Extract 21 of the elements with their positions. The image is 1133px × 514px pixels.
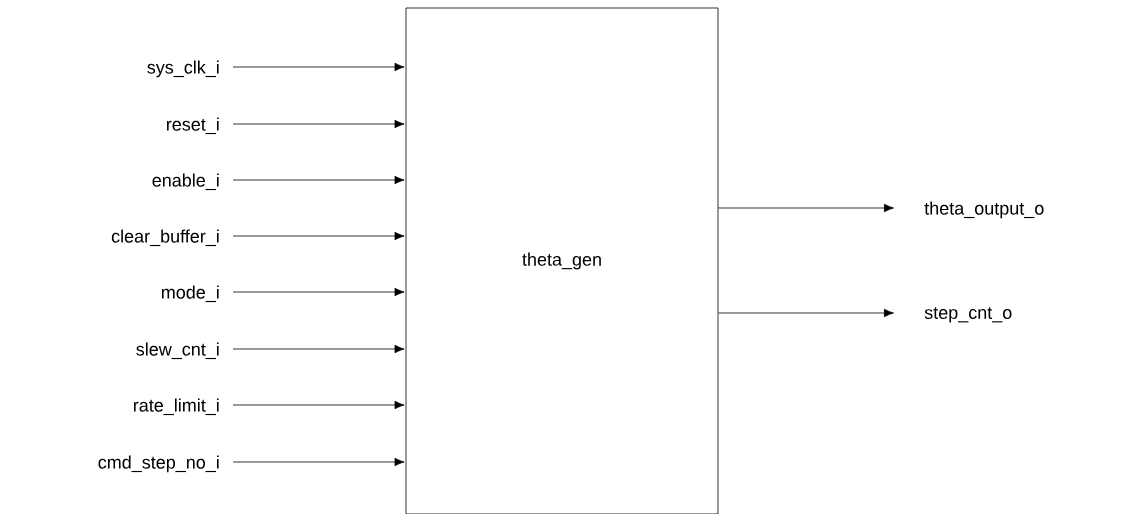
arrow [232,231,405,241]
port-label: rate_limit_i [134,398,219,416]
port-label: theta_output_o [924,201,1044,219]
port-label: slew_cnt_i [136,342,219,360]
port-label: sys_clk_i [147,60,219,78]
arrow [718,308,894,318]
port-label: step_cnt_o [924,307,1012,323]
port-label: mode_i [162,285,219,303]
port-label: cmd_step_no_i [98,455,219,473]
arrow [718,203,894,213]
port-label: reset_i [167,117,219,135]
arrow [232,400,405,410]
arrow [232,62,405,72]
arrow [232,119,405,129]
port-label: clear_buffer_i [111,229,219,247]
port-label: enable_i [152,173,219,191]
arrow [232,457,405,467]
arrow [232,175,405,185]
module-box: theta_gen [405,7,719,514]
arrow [232,287,405,297]
arrow [232,344,405,354]
